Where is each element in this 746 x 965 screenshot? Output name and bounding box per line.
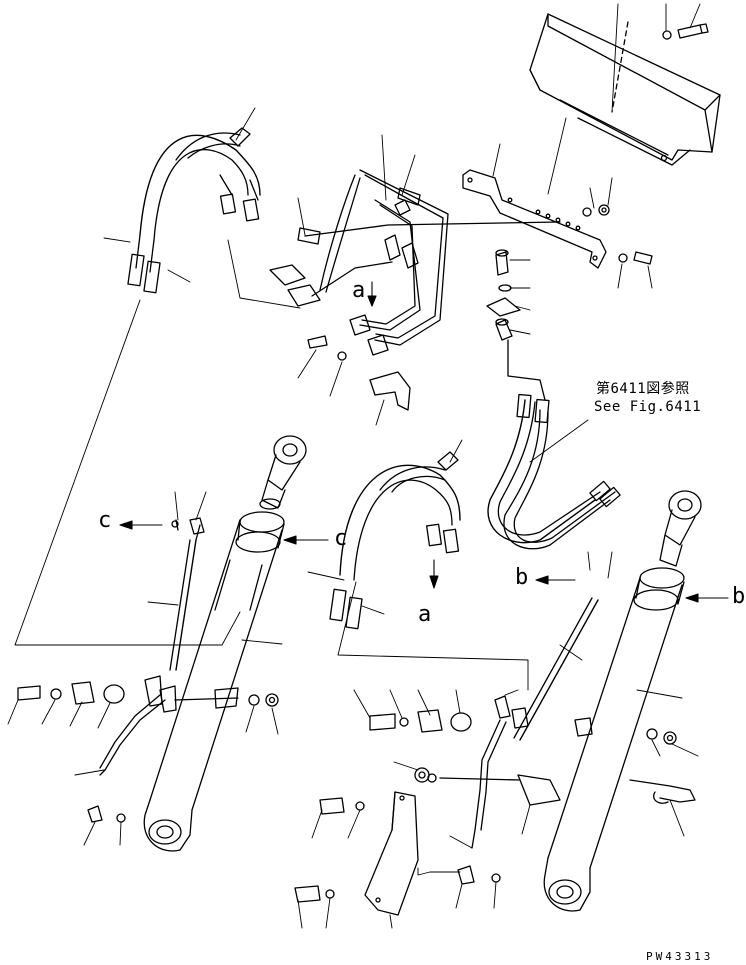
- callout-c-left: c: [98, 508, 112, 533]
- pipe-manifold: [307, 169, 449, 411]
- callout-c-right: c: [334, 526, 348, 551]
- left-cylinder: [143, 435, 307, 852]
- upper-left-hose: [127, 127, 261, 294]
- guard-cover: [529, 13, 721, 166]
- bracket-plate: [462, 169, 607, 269]
- upper-left-fittings: [269, 221, 561, 307]
- callout-a-upper: a: [352, 278, 366, 303]
- right-cylinder: [543, 490, 702, 912]
- cover-bolt: [662, 23, 709, 40]
- return-hose-set: [487, 339, 621, 550]
- callout-b-right: b: [732, 584, 746, 609]
- reference-note-japanese: 第6411図参照: [596, 381, 690, 397]
- lower-right-tubes: [294, 597, 696, 903]
- leader-lines: [7, 3, 701, 929]
- drawing-code: PW43313: [646, 950, 714, 963]
- lower-guard-plate: [364, 791, 419, 916]
- bracket-fasteners: [486, 204, 653, 341]
- callout-arrows: [119, 281, 729, 603]
- callout-a-lower: a: [418, 602, 432, 627]
- reference-note-english: See Fig.6411: [594, 399, 702, 415]
- lower-left-tubes: [17, 517, 279, 823]
- callout-b-left: b: [515, 565, 529, 590]
- center-hose: [329, 451, 461, 630]
